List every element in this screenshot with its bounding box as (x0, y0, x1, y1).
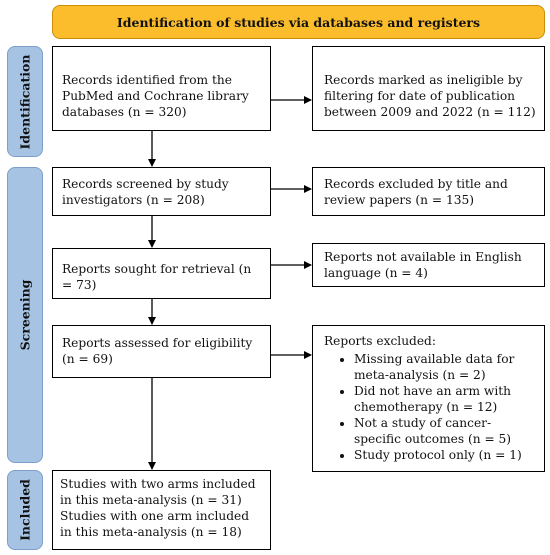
reports-assessed-box: Reports assessed for eligibility (n = 69… (52, 325, 271, 378)
included-box: Studies with two arms included in this m… (52, 470, 271, 550)
reports-excluded-list: Missing available data for meta-analysis… (324, 351, 538, 463)
reports-not-available-text: Reports not available in English languag… (324, 250, 522, 280)
records-excluded-text: Records excluded by title and review pap… (324, 177, 508, 207)
records-excluded-box: Records excluded by title and review pap… (312, 167, 545, 216)
included-one-arm-text: Studies with one arm included in this me… (60, 509, 250, 539)
reports-excluded-item: Study protocol only (n = 1) (354, 447, 538, 463)
reports-not-available-box: Reports not available in English languag… (312, 243, 545, 287)
records-screened-text: Records screened by study investigators … (62, 177, 229, 207)
reports-excluded-item: Missing available data for meta-analysis… (354, 351, 538, 383)
phase-screening: Screening (7, 167, 43, 463)
phase-identification: Identification (7, 46, 43, 157)
reports-sought-box: Reports sought for retrieval (n = 73) (52, 248, 271, 299)
reports-excluded-item: Did not have an arm with chemotherapy (n… (354, 383, 538, 415)
reports-sought-text: Reports sought for retrieval (n = 73) (62, 262, 252, 292)
reports-excluded-box: Reports excluded: Missing available data… (312, 325, 545, 472)
flow-header: Identification of studies via databases … (52, 5, 545, 39)
reports-excluded-item: Not a study of cancer-specific outcomes … (354, 415, 538, 447)
records-identified-box: Records identified from the PubMed and C… (52, 46, 271, 131)
records-screened-box: Records screened by study investigators … (52, 167, 271, 216)
records-identified-text: Records identified from the PubMed and C… (62, 73, 249, 119)
included-two-arms-text: Studies with two arms included in this m… (60, 477, 256, 507)
reports-assessed-text: Reports assessed for eligibility (n = 69… (62, 336, 253, 366)
records-ineligible-box: Records marked as ineligible by filterin… (312, 46, 545, 131)
records-ineligible-text: Records marked as ineligible by filterin… (324, 73, 536, 119)
phase-included: Included (7, 470, 43, 550)
reports-excluded-title: Reports excluded: (324, 334, 436, 348)
flow-header-title: Identification of studies via databases … (116, 14, 481, 30)
